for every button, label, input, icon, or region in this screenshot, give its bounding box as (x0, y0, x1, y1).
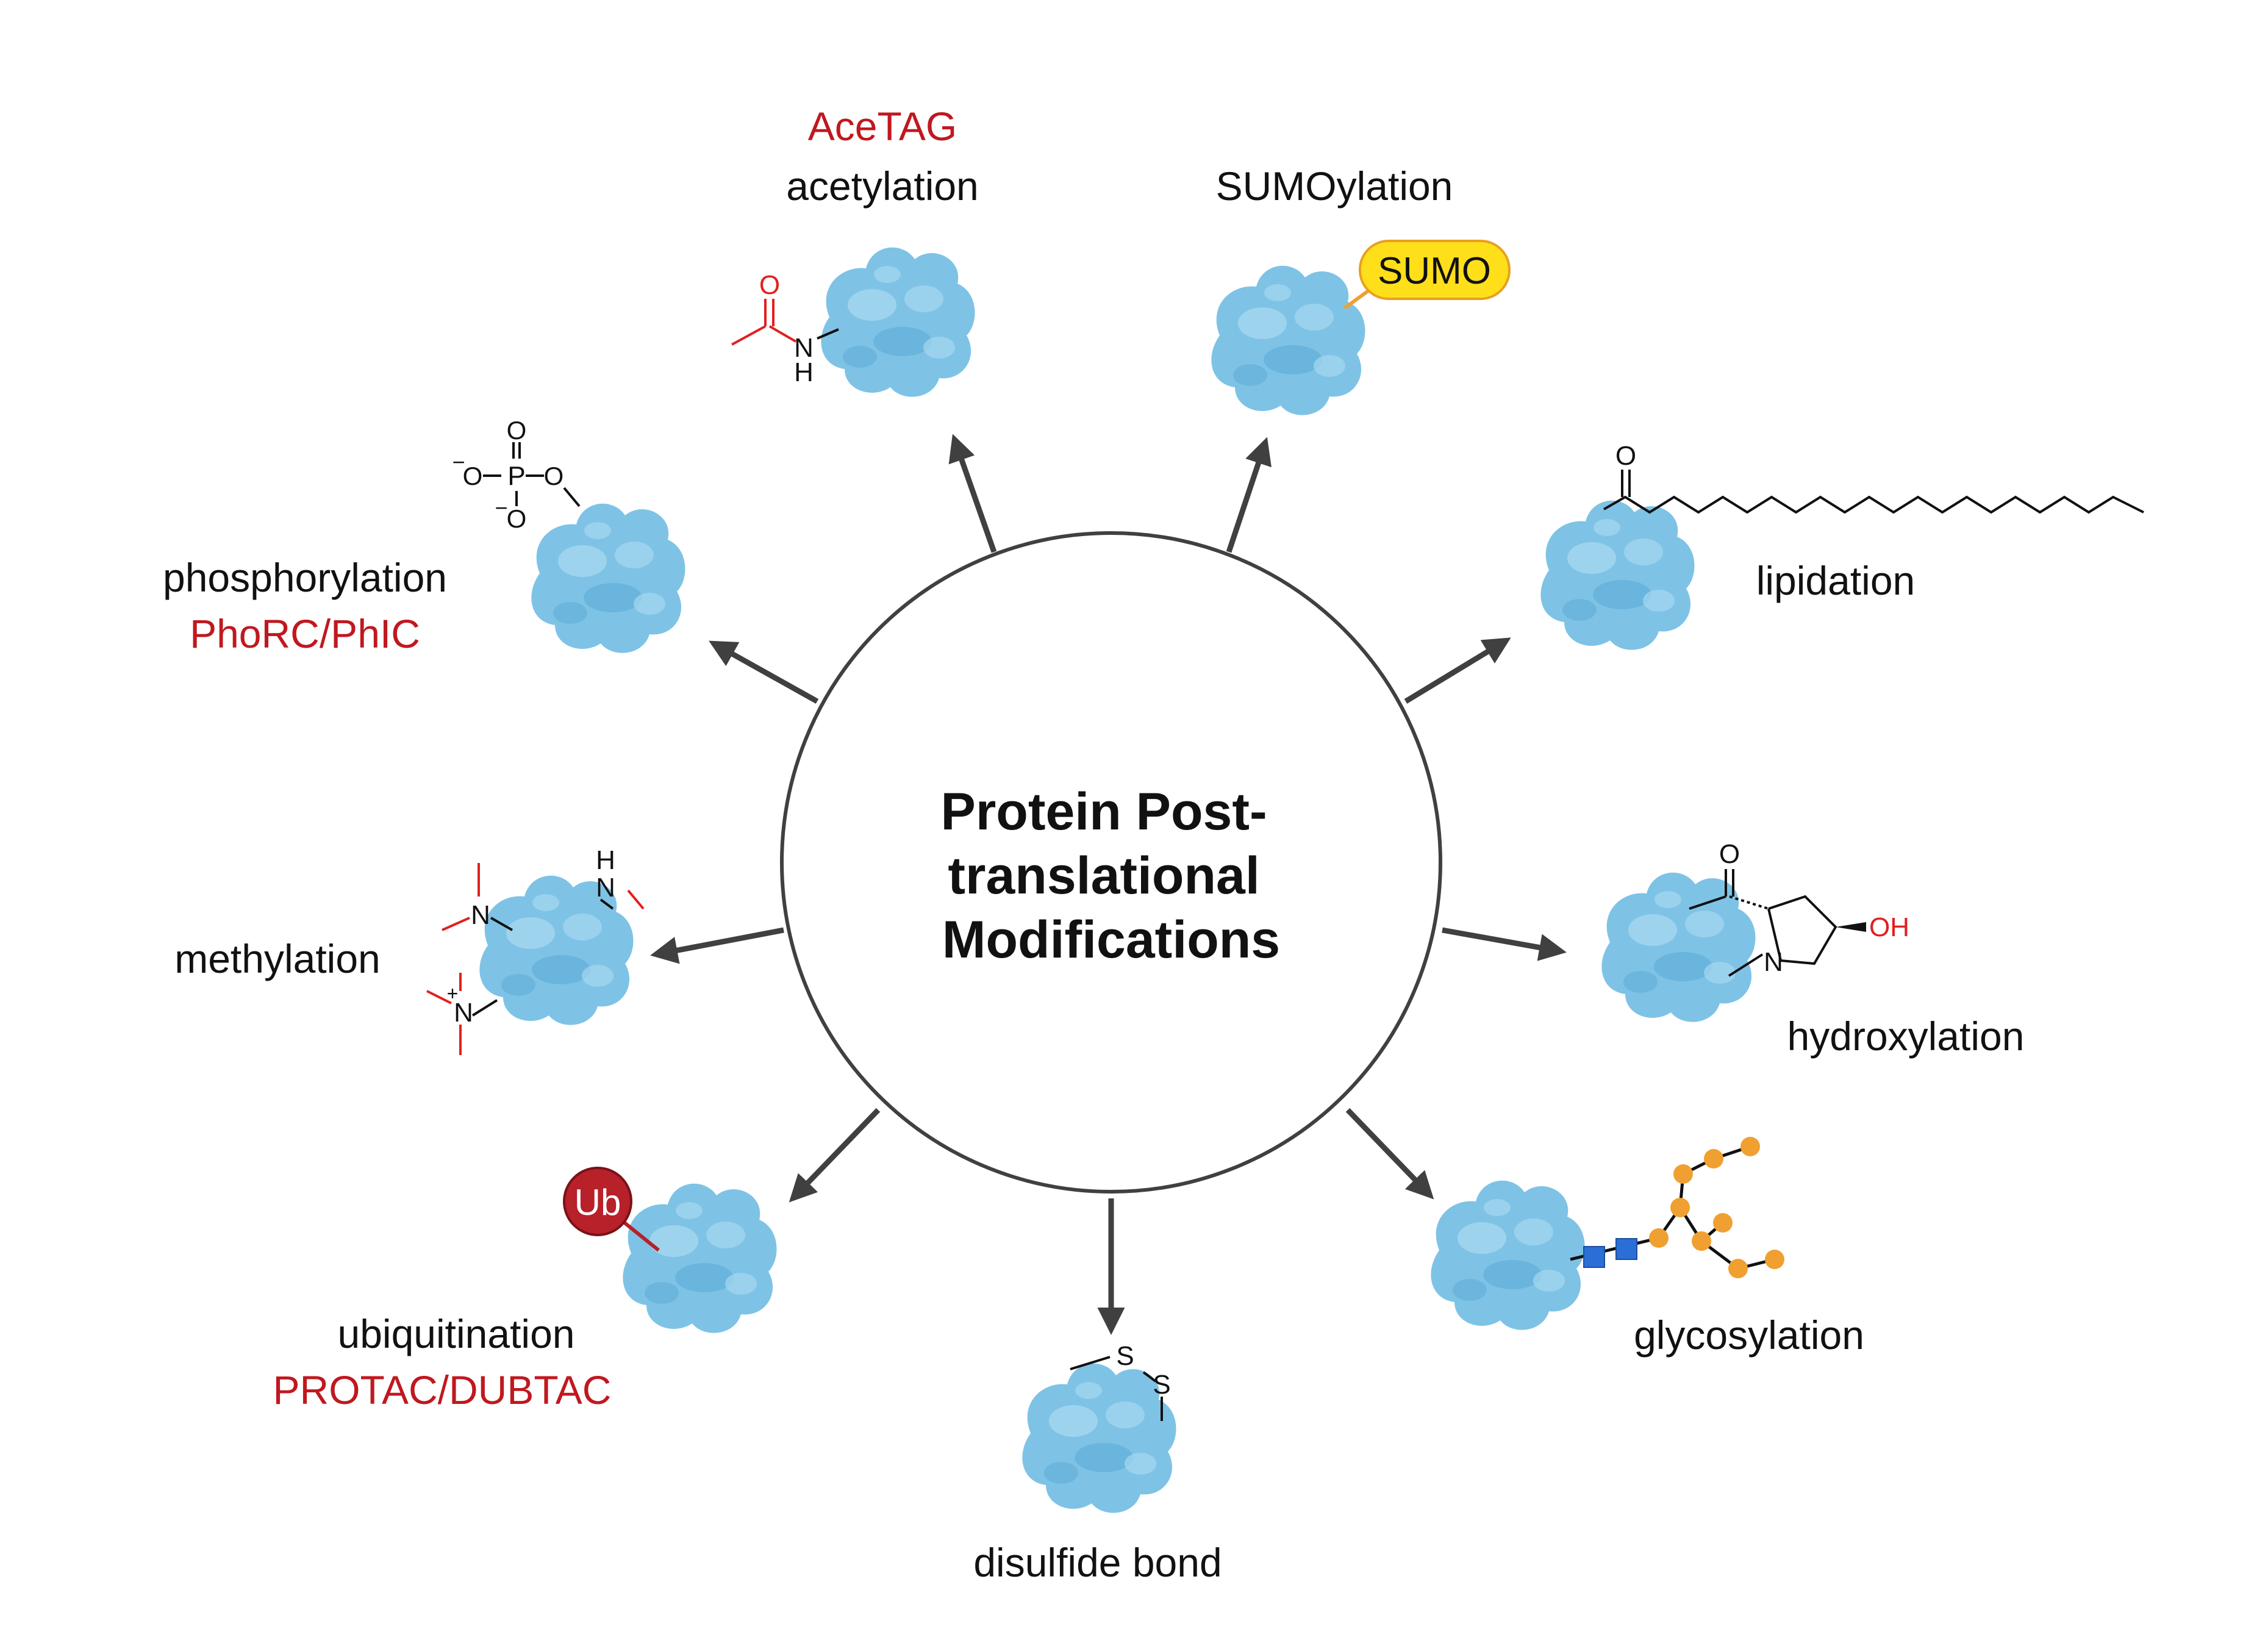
disulfide-label: disulfide bond (973, 1540, 1222, 1585)
svg-text:O: O (544, 462, 564, 490)
svg-text:−: − (495, 495, 507, 520)
glycan-chain-icon (1570, 1137, 1784, 1278)
svg-text:O: O (1719, 839, 1740, 869)
svg-text:O: O (759, 270, 780, 300)
protein-blob-icon (531, 503, 685, 653)
arrow-icon (948, 434, 997, 553)
arrow-icon (1442, 927, 1567, 961)
protein-blob-icon (1540, 500, 1695, 650)
phosphorylation-technique: PhoRC/PhIC (190, 611, 420, 656)
ubiquitination-technique: PROTAC/DUBTAC (273, 1367, 612, 1412)
svg-text:N: N (454, 998, 473, 1028)
svg-text:N: N (1764, 947, 1783, 977)
svg-text:+: + (447, 983, 459, 1004)
ubiquitination-group: Ub ubiquitination PROTAC/DUBTAC (273, 1167, 777, 1412)
arrow-icon (709, 640, 819, 704)
phosphorylation-group: O P O O O − − phosphorylation PhoRC/PhIC (163, 416, 685, 656)
svg-text:OH: OH (1869, 912, 1909, 942)
glycosylation-group: glycosylation (1431, 1137, 1864, 1358)
methyl-groups-icon (426, 863, 645, 1055)
svg-text:O: O (507, 416, 527, 445)
hydroxylation-label: hydroxylation (1787, 1014, 2025, 1059)
svg-text:O: O (1615, 441, 1636, 471)
disulfide-group: S S disulfide bond (973, 1341, 1222, 1585)
disulfide-bridge-icon (1070, 1356, 1163, 1421)
svg-text:−: − (452, 449, 465, 474)
sumo-tag-icon (1359, 240, 1511, 300)
methylation-label: methylation (174, 936, 381, 981)
lipidation-label: lipidation (1756, 558, 1916, 603)
lipidation-group: O lipidation (1540, 441, 2144, 650)
hydroxyproline-icon (1689, 869, 1837, 977)
svg-text:N: N (596, 873, 615, 903)
center-title: Protein Post- translational Modification… (940, 782, 1281, 969)
acetylation-technique: AceTAG (808, 104, 957, 149)
center-circle (780, 531, 1442, 1194)
sumoylation-label: SUMOylation (1216, 163, 1453, 209)
arrow-icon (1404, 637, 1511, 704)
arrow-icon (789, 1108, 881, 1203)
acetylation-label: acetylation (786, 163, 979, 209)
ubiquitination-label: ubiquitination (338, 1311, 575, 1356)
acetyl-group-icon (731, 299, 797, 346)
protein-blob-icon (1211, 265, 1365, 415)
svg-text:O: O (507, 504, 527, 533)
svg-text:S: S (1116, 1341, 1134, 1371)
protein-blob-icon (623, 1183, 777, 1333)
arrows (650, 434, 1567, 1335)
arrow-icon (650, 927, 784, 964)
sumoylation-group: SUMOylation SUMO (1211, 163, 1511, 415)
svg-text:H: H (794, 357, 814, 387)
arrow-icon (1226, 437, 1272, 553)
svg-text:H: H (596, 845, 615, 875)
svg-text:P: P (507, 461, 525, 491)
acetylation-group: AceTAG acetylation O N H (731, 104, 979, 397)
ubiquitin-tag-icon (563, 1167, 632, 1236)
svg-text:N: N (471, 900, 490, 930)
glycosylation-label: glycosylation (1634, 1312, 1864, 1358)
protein-blob-icon (1431, 1180, 1585, 1330)
arrow-icon (1345, 1108, 1434, 1200)
protein-blob-icon (821, 247, 975, 397)
hydroxylation-group: O N OH hydroxylation (1601, 839, 2024, 1059)
fatty-acid-chain-icon (1603, 495, 2144, 514)
svg-text:S: S (1153, 1370, 1170, 1400)
methylation-group: N N H N + methylation (174, 845, 645, 1055)
phosphate-group-icon (483, 442, 581, 507)
svg-text:N: N (794, 333, 814, 363)
ubiquitin-tag-label: Ub (574, 1182, 621, 1223)
phosphorylation-label: phosphorylation (163, 555, 447, 600)
sumo-tag-label: SUMO (1378, 250, 1491, 292)
svg-text:O: O (463, 462, 483, 490)
